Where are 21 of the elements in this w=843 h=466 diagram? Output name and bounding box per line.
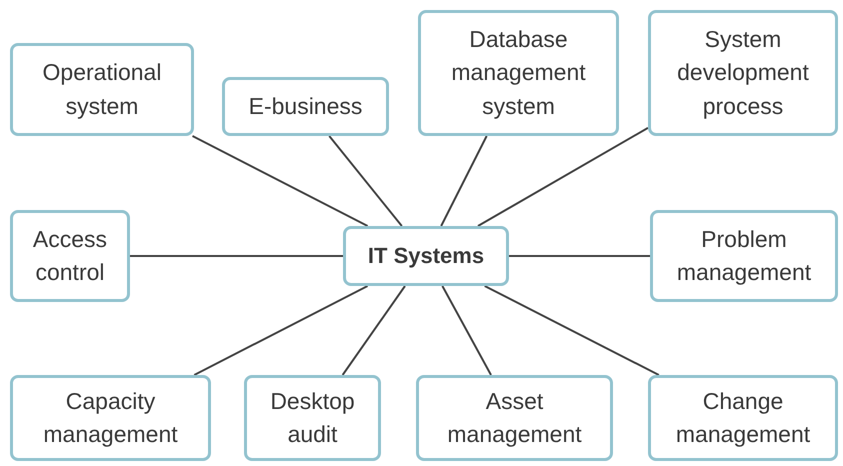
topic-box: Access control xyxy=(10,210,130,302)
connector-line xyxy=(440,136,488,226)
topic-box: Asset management xyxy=(416,375,613,461)
topic-box: Operational system xyxy=(10,43,194,136)
topic-box: Problem management xyxy=(650,210,838,302)
central-topic-box: IT Systems xyxy=(343,226,509,286)
connector-line xyxy=(342,285,406,376)
topic-box: Database management system xyxy=(418,10,619,136)
connector-line xyxy=(442,286,492,376)
topic-box: Desktop audit xyxy=(244,375,381,461)
topic-box: Change management xyxy=(648,375,838,461)
connector-line xyxy=(130,255,343,257)
topic-box: E-business xyxy=(222,77,389,136)
connector-line xyxy=(192,135,368,227)
topic-box: Capacity management xyxy=(10,375,211,461)
topic-box: System development process xyxy=(648,10,838,136)
connector-line xyxy=(477,126,648,227)
connector-line xyxy=(328,135,403,227)
connector-line xyxy=(509,255,650,257)
connector-line xyxy=(484,285,660,376)
connector-line xyxy=(194,285,368,376)
